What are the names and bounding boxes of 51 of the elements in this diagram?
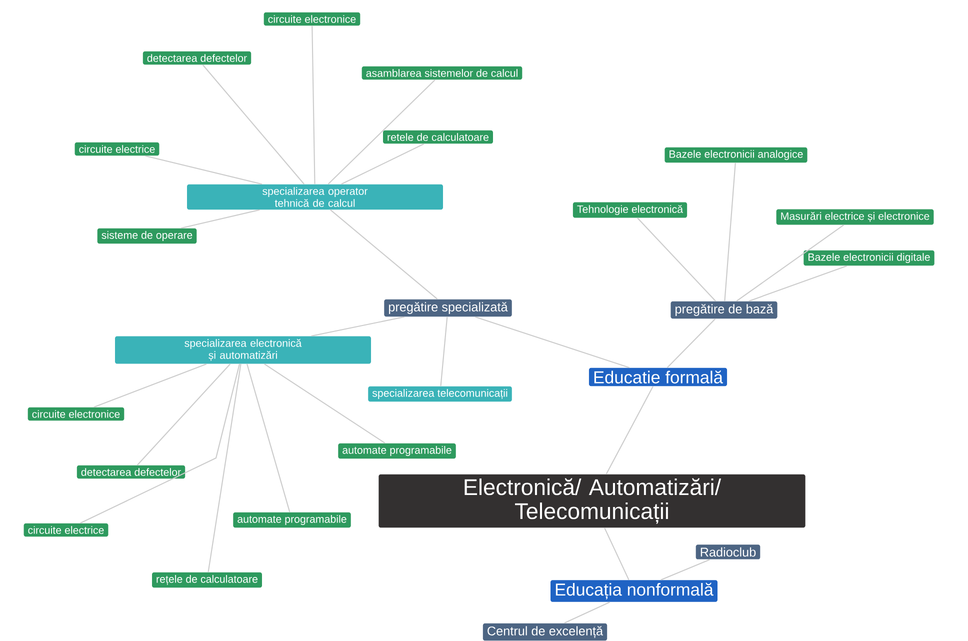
connector-line bbox=[145, 155, 262, 185]
connector-line bbox=[604, 528, 630, 580]
topic-box: asamblarea sistemelor de calcul bbox=[362, 66, 522, 80]
connector-line bbox=[136, 364, 231, 466]
topic-box: automate programabile bbox=[338, 443, 456, 459]
connector-line bbox=[440, 316, 448, 386]
connector-line bbox=[724, 162, 736, 302]
connector-line bbox=[564, 602, 610, 624]
connector-line bbox=[666, 318, 716, 368]
topic-box: Centrul de excelență bbox=[482, 623, 608, 641]
topic-box: Bazele electronicii analogice bbox=[664, 147, 808, 163]
connector-line bbox=[202, 64, 304, 184]
connector-line bbox=[330, 209, 438, 300]
topic-box: automate programabile bbox=[233, 512, 351, 528]
connector-line bbox=[474, 316, 630, 368]
topic-box: circuite electronice bbox=[28, 407, 124, 421]
connector-line bbox=[312, 26, 316, 184]
connector-line bbox=[94, 364, 207, 408]
connector-line bbox=[637, 218, 716, 302]
topic-box: specializarea operator tehnică de calcul bbox=[187, 184, 443, 210]
topic-box: circuite electronice bbox=[264, 12, 360, 26]
topic-box: circuite electrice bbox=[74, 142, 160, 156]
topic-box: pregătire de bază bbox=[670, 301, 778, 319]
connector-line bbox=[246, 364, 290, 512]
connector-line bbox=[748, 265, 848, 302]
connector-line bbox=[80, 364, 240, 524]
connector-line bbox=[606, 386, 654, 474]
topic-box: rețele de calculatoare bbox=[152, 572, 262, 588]
connector-line bbox=[328, 79, 436, 185]
topic-box: Educația nonformală bbox=[550, 580, 718, 602]
topic-box: Educatie formală bbox=[588, 368, 728, 386]
topic-box: specializarea telecomunicații bbox=[368, 386, 512, 402]
connector-line bbox=[208, 364, 242, 572]
topic-box: specializarea electronică și automatizări bbox=[115, 336, 371, 364]
connector-line bbox=[736, 224, 844, 302]
topic-box: pregătire specializată bbox=[384, 299, 512, 317]
connector-line bbox=[180, 209, 260, 229]
topic-box: circuite electrice bbox=[24, 523, 108, 537]
connector-line bbox=[660, 559, 710, 580]
topic-box: sisteme de operare bbox=[97, 228, 197, 244]
topic-box: detectarea defectelor bbox=[142, 51, 252, 65]
topic-box: detectarea defectelor bbox=[76, 465, 186, 479]
central-topic-box: Electronică/ Automatizări/ Telecomunicații bbox=[378, 474, 806, 528]
connector-line bbox=[311, 316, 405, 337]
connector-line bbox=[264, 364, 386, 444]
topic-box: Tehnologie electronică bbox=[572, 202, 688, 218]
topic-box: Radioclub bbox=[696, 544, 760, 560]
topic-box: Masurări electrice și electronice bbox=[776, 209, 934, 225]
topic-box: retele de calculatoare bbox=[383, 130, 493, 144]
connector-line bbox=[341, 143, 424, 185]
topic-box: Bazele electronicii digitale bbox=[804, 250, 934, 266]
